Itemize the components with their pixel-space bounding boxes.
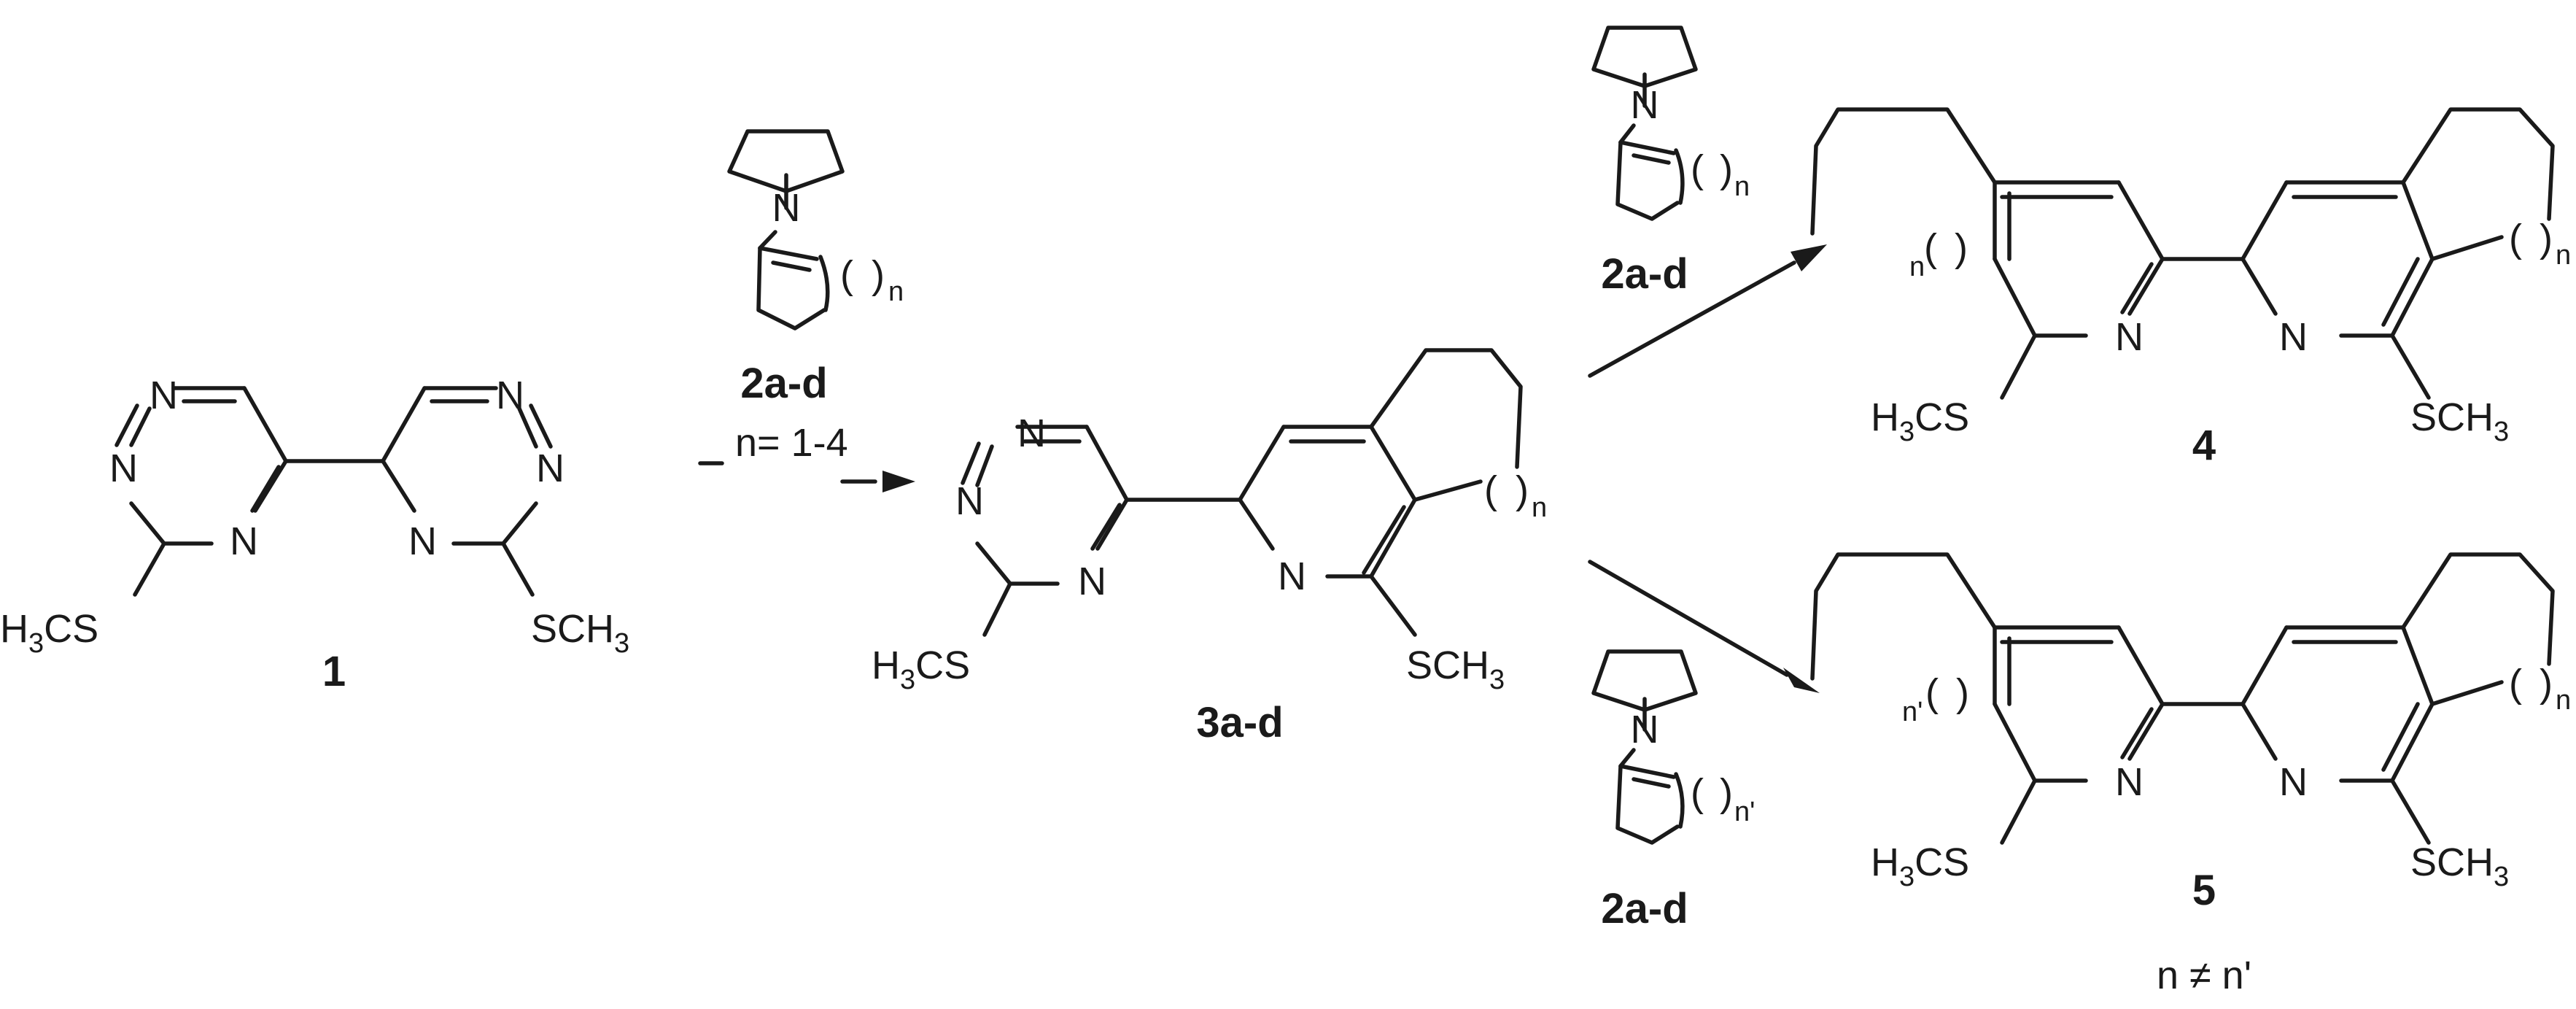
atom-n: N — [772, 186, 801, 230]
atom-n: N — [1078, 560, 1106, 603]
paren-open: ( — [2509, 662, 2522, 705]
paren-close: ) — [2540, 217, 2553, 260]
paren-close: ) — [1516, 468, 1529, 512]
reaction-arrow-3-to-5 — [1588, 560, 1820, 693]
paren-close: ) — [1720, 771, 1733, 815]
reaction-arrow-1-to-3: n= 1-4 — [698, 421, 915, 492]
compound-label-2a-d: 2a-d — [740, 360, 827, 407]
reagent-2-lower: N ( ) n' 2a-d — [1591, 649, 1755, 932]
condition-n-not-equal-n-prime: n ≠ n' — [2157, 954, 2251, 997]
index-n-prime: n' — [1902, 697, 1923, 727]
atom-n: N — [496, 374, 524, 417]
condition-n-range: n= 1-4 — [735, 421, 848, 465]
methylthio-group-right: SCH3 — [531, 607, 629, 659]
paren-open: ( — [1925, 671, 1939, 715]
compound-5: N N n' ( ) ( ) n H3CS SCH3 5 n ≠ n' — [1810, 552, 2571, 997]
atom-n: N — [1017, 411, 1046, 455]
paren-open: ( — [1691, 771, 1704, 815]
atom-n: N — [1631, 708, 1659, 751]
paren-close: ) — [1720, 147, 1733, 191]
compound-label-2a-d: 2a-d — [1601, 250, 1688, 298]
paren-open: ( — [2509, 217, 2522, 260]
methylthio-group-left: H3CS — [0, 607, 98, 659]
atom-n: N — [2279, 760, 2308, 804]
compound-label-5: 5 — [2192, 867, 2216, 914]
atom-n: N — [230, 519, 258, 563]
atom-n: N — [408, 519, 437, 563]
atom-n: N — [536, 446, 565, 490]
atom-n: N — [2279, 315, 2308, 359]
paren-close: ) — [1956, 671, 1969, 715]
atom-n: N — [1278, 554, 1306, 598]
paren-close: ) — [872, 253, 885, 297]
reagent-2-upper: N ( ) n 2a-d — [1591, 26, 1750, 298]
paren-open: ( — [840, 253, 853, 297]
paren-open: ( — [1691, 147, 1704, 191]
methylthio-group-right: SCH3 — [1406, 643, 1505, 695]
index-n: n — [2556, 685, 2571, 716]
methylthio-group-right: SCH3 — [2410, 395, 2509, 447]
paren-open: ( — [1924, 226, 1937, 270]
index-n: n — [1734, 171, 1750, 202]
compound-label-3a-d: 3a-d — [1196, 699, 1283, 746]
index-n: n — [2556, 240, 2571, 271]
methylthio-group-left: H3CS — [1871, 395, 1969, 447]
compound-label-4: 4 — [2192, 422, 2216, 469]
methylthio-group-left: H3CS — [1871, 840, 1969, 892]
atom-n: N — [955, 479, 984, 523]
index-n: n — [1532, 492, 1547, 523]
compound-label-2a-d: 2a-d — [1601, 885, 1688, 932]
compound-label-1: 1 — [322, 648, 346, 695]
reagent-2-top: N ( ) n 2a-d — [727, 129, 904, 407]
compound-1: N N N N N N H3CS SCH3 1 — [0, 374, 629, 695]
atom-n: N — [1631, 83, 1659, 127]
methylthio-group-left: H3CS — [872, 643, 970, 695]
atom-n: N — [150, 374, 178, 417]
index-n: n — [1909, 252, 1925, 282]
paren-open: ( — [1484, 468, 1497, 512]
atom-n: N — [2115, 760, 2144, 804]
reaction-arrow-3-to-4 — [1588, 244, 1827, 378]
index-n: n — [888, 277, 904, 307]
atom-n: N — [109, 446, 138, 490]
paren-close: ) — [1955, 226, 1968, 270]
methylthio-group-right: SCH3 — [2410, 840, 2509, 892]
atom-n: N — [2115, 315, 2144, 359]
index-n-prime: n' — [1734, 797, 1755, 827]
compound-3a-d: N N N N ( ) n H3CS SCH3 3a-d — [872, 348, 1547, 746]
paren-close: ) — [2540, 662, 2553, 705]
compound-4: N N n ( ) ( ) n H3CS SCH3 4 — [1810, 107, 2571, 469]
